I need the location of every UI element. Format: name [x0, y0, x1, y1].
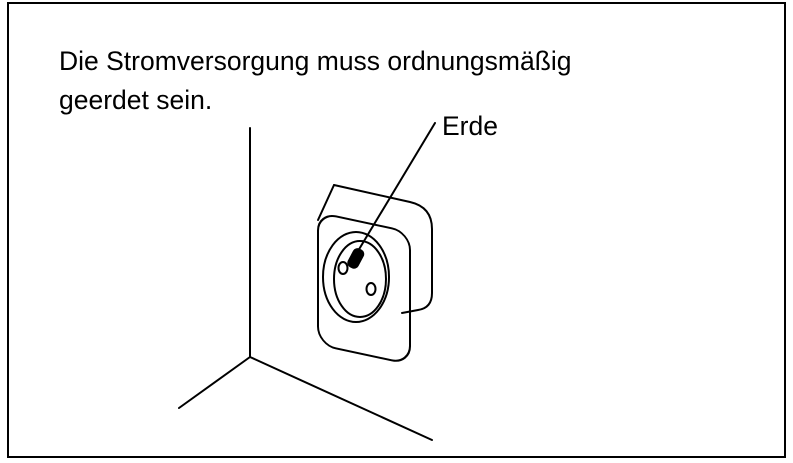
- wall-socket: [317, 184, 433, 362]
- socket-inner-face: [333, 240, 387, 318]
- socket-box-front: [317, 214, 411, 362]
- socket-outer-ring: [322, 231, 390, 323]
- ground-callout-label: Erde: [442, 111, 498, 141]
- ground-callout-leader: [354, 122, 436, 257]
- floor-left-edge: [178, 356, 251, 409]
- grounding-instruction: Die Stromversorgung muss ordnungsmäßig g…: [59, 42, 572, 120]
- instruction-line-2: geerdet sein.: [59, 85, 213, 115]
- socket-box-depth-top-left: [317, 184, 335, 221]
- room-corner-lines: [178, 127, 433, 441]
- instruction-line-1: Die Stromversorgung muss ordnungsmäßig: [59, 46, 572, 76]
- socket-hole-right: [365, 282, 377, 296]
- floor-right-edge: [249, 356, 433, 441]
- ground-pin: [347, 248, 365, 269]
- socket-hole-left: [337, 261, 349, 275]
- socket-box-depth: [333, 184, 433, 314]
